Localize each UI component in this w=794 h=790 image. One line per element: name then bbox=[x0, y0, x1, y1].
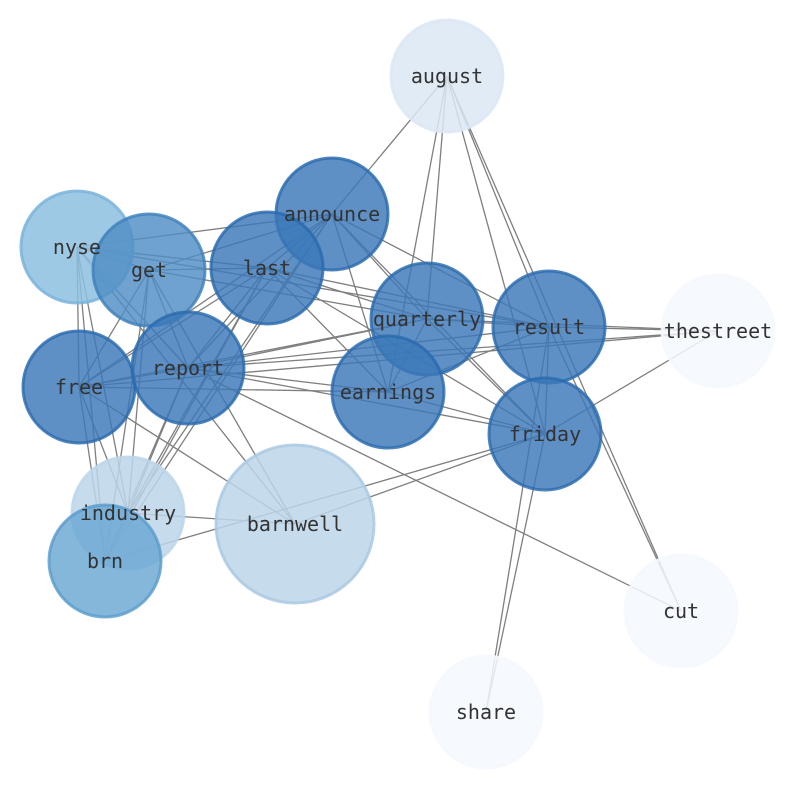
node-label-earnings: earnings bbox=[340, 380, 436, 404]
node-share bbox=[428, 654, 544, 770]
node-label-brn: brn bbox=[87, 549, 123, 573]
node-label-barnwell: barnwell bbox=[247, 512, 343, 536]
node-label-get: get bbox=[131, 258, 167, 282]
node-label-quarterly: quarterly bbox=[373, 307, 481, 331]
node-barnwell bbox=[214, 443, 376, 605]
node-report bbox=[130, 310, 246, 426]
node-label-thestreet: thestreet bbox=[664, 319, 772, 343]
node-august bbox=[389, 18, 505, 134]
node-layer bbox=[19, 18, 776, 770]
label-layer: august announce nyse get last quarterly result… bbox=[53, 64, 772, 724]
node-cut bbox=[623, 553, 739, 669]
node-label-report: report bbox=[152, 356, 224, 380]
node-last bbox=[209, 210, 325, 326]
node-label-friday: friday bbox=[509, 422, 581, 446]
node-earnings bbox=[330, 334, 446, 450]
node-friday bbox=[487, 376, 603, 492]
node-label-result: result bbox=[513, 315, 585, 339]
node-label-august: august bbox=[411, 64, 483, 88]
edge-report-cut bbox=[187, 367, 682, 612]
node-brn bbox=[47, 503, 163, 619]
node-label-announce: announce bbox=[284, 202, 380, 226]
node-label-nyse: nyse bbox=[53, 235, 101, 259]
node-label-last: last bbox=[243, 256, 291, 280]
node-label-free: free bbox=[55, 375, 103, 399]
node-label-cut: cut bbox=[663, 599, 699, 623]
node-label-share: share bbox=[456, 700, 516, 724]
node-label-industry: industry bbox=[80, 501, 176, 525]
node-thestreet bbox=[660, 273, 776, 389]
